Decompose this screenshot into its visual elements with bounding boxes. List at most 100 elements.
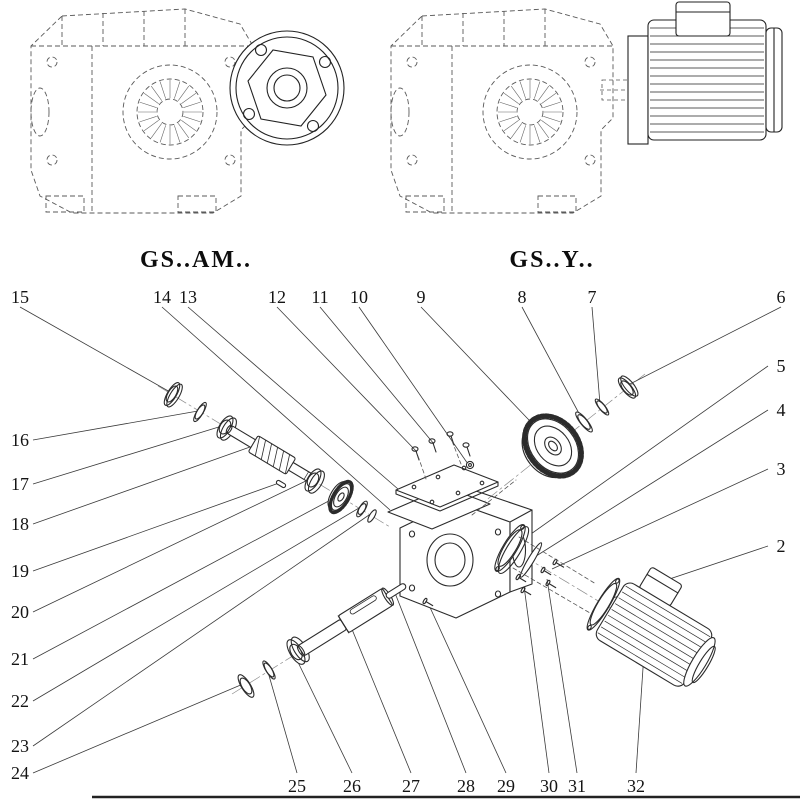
- exploded-view: 1514131211109876543216171819202122232425…: [11, 287, 786, 796]
- callout-26: 26: [343, 776, 361, 796]
- callout-30: 30: [540, 776, 558, 796]
- flange-bolts: [515, 558, 565, 596]
- leader-line-22: [32, 507, 360, 702]
- leader-line-30: [523, 585, 550, 774]
- callout-8: 8: [518, 287, 527, 307]
- leader-line-8: [521, 306, 583, 420]
- gearbox-drawing-gsy: [390, 8, 614, 214]
- leader-line-7: [591, 306, 601, 405]
- callout-10: 10: [350, 287, 368, 307]
- callout-12: 12: [268, 287, 286, 307]
- shaft-seal: [617, 375, 639, 399]
- callout-31: 31: [568, 776, 586, 796]
- callout-3: 3: [777, 459, 786, 479]
- worm-wheel-gear: [521, 413, 584, 479]
- callout-24: 24: [11, 763, 29, 783]
- callout-27: 27: [402, 776, 420, 796]
- leader-line-10: [358, 306, 469, 465]
- leader-line-19: [32, 482, 280, 572]
- callout-25: 25: [288, 776, 306, 796]
- callout-16: 16: [11, 430, 29, 450]
- circlip: [594, 398, 610, 416]
- callout-18: 18: [11, 514, 29, 534]
- leader-line-18: [32, 446, 251, 525]
- callout-23: 23: [11, 736, 29, 756]
- leader-line-21: [32, 495, 339, 660]
- leader-line-17: [32, 425, 223, 485]
- output-flange-drawing: [229, 30, 345, 146]
- leader-line-4: [532, 409, 769, 559]
- shaft-key: [385, 583, 407, 599]
- callout-28: 28: [457, 776, 475, 796]
- callout-29: 29: [497, 776, 515, 796]
- leader-line-24: [32, 683, 244, 774]
- input-retaining-ring: [193, 401, 207, 423]
- shim-washer: [575, 411, 593, 433]
- cover-plate: [395, 464, 499, 512]
- callout-6: 6: [777, 287, 786, 307]
- leader-line-20: [32, 478, 311, 613]
- small-ring: [367, 509, 377, 523]
- callout-15: 15: [11, 287, 29, 307]
- worm-shaft: [225, 424, 319, 486]
- cover-plate-group: [387, 431, 499, 530]
- callout-9: 9: [417, 287, 426, 307]
- callout-2: 2: [777, 536, 786, 556]
- input-shaft-parts: [163, 382, 377, 523]
- leader-line-14: [161, 306, 391, 511]
- leader-line-23: [32, 514, 370, 747]
- leader-line-15: [19, 306, 171, 393]
- output-cover-parts: [494, 524, 597, 614]
- vent-plug: [465, 460, 475, 470]
- callout-20: 20: [11, 602, 29, 622]
- output-shaft: [296, 587, 395, 657]
- leader-lines: [19, 306, 782, 774]
- leader-line-5: [513, 365, 769, 547]
- model-label-gsam: GS..AM..: [140, 247, 252, 273]
- callout-22: 22: [11, 691, 29, 711]
- motor-assembly: [586, 567, 716, 687]
- input-oil-seal: [163, 382, 183, 408]
- callout-11: 11: [311, 287, 328, 307]
- callout-7: 7: [588, 287, 597, 307]
- input-bearing-2: [304, 468, 325, 494]
- o-ring: [519, 542, 543, 578]
- output-washer: [237, 674, 255, 698]
- leader-line-3: [551, 468, 769, 570]
- callout-17: 17: [11, 474, 29, 494]
- model-label-gsy: GS..Y..: [509, 247, 595, 273]
- motor-fins: [650, 27, 764, 133]
- leader-line-25: [267, 671, 298, 774]
- input-gear: [327, 479, 354, 515]
- leader-line-31: [546, 578, 578, 774]
- small-bolt: [422, 597, 434, 607]
- leader-line-9: [420, 306, 550, 442]
- thrust-washer: [356, 500, 368, 518]
- leader-line-13: [187, 306, 399, 490]
- output-cover: [494, 524, 530, 575]
- gear-housing: [399, 490, 533, 619]
- leader-line-27: [348, 621, 412, 774]
- callout-14: 14: [153, 287, 171, 307]
- leader-line-6: [627, 306, 782, 386]
- cover-bolts: [411, 431, 471, 461]
- leader-line-16: [32, 410, 199, 441]
- dowel-pin: [275, 479, 287, 489]
- leader-line-12: [276, 306, 418, 453]
- gear-wheel-parts: [471, 375, 639, 516]
- callout-32: 32: [627, 776, 645, 796]
- leader-line-26: [293, 653, 353, 774]
- callout-4: 4: [777, 400, 786, 420]
- callout-13: 13: [179, 287, 197, 307]
- callout-21: 21: [11, 649, 29, 669]
- top-views: [30, 1, 783, 214]
- callout-19: 19: [11, 561, 29, 581]
- motor-cooling-fins: [597, 585, 711, 684]
- motor-drawing: [600, 1, 783, 145]
- gearbox-drawing-gsam: [30, 8, 254, 214]
- output-shaft-parts: [237, 583, 434, 698]
- leader-line-29: [427, 602, 507, 774]
